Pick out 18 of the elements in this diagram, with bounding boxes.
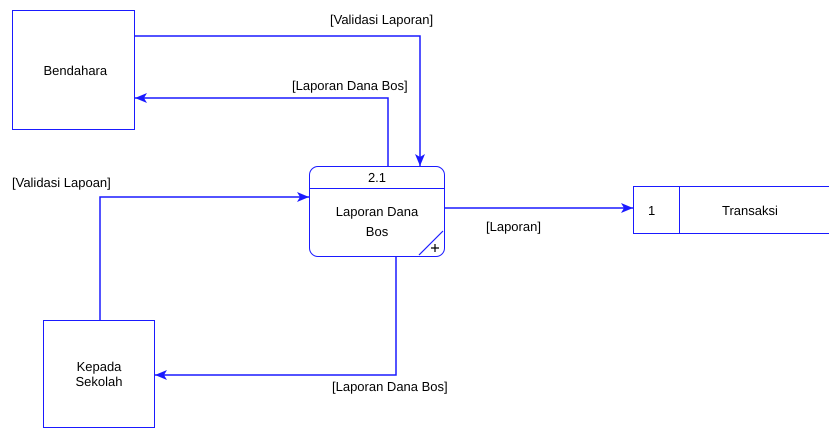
store-name: Transaksi [722,203,778,218]
edge-label: [Laporan Dana Bos] [330,379,450,394]
store-id: 1 [648,203,656,218]
external-entity-box [43,320,155,428]
arrow [445,203,633,213]
data-store [633,186,829,234]
arrow [135,93,389,166]
edge-label: [Validasi Lapoan] [10,175,113,190]
process-number: 2.1 [368,170,386,185]
entity-name: Kepada Sekolah [74,359,124,389]
edge-label: [Laporan Dana Bos] [290,78,410,93]
edge-label: [Laporan] [484,219,543,234]
process-box [309,166,445,257]
external-entity-box [12,10,135,130]
edge-label: [Validasi Laporan] [328,12,436,27]
arrow [135,35,425,166]
process-name: Laporan Dana Bos [336,204,418,239]
arrow [99,192,309,320]
